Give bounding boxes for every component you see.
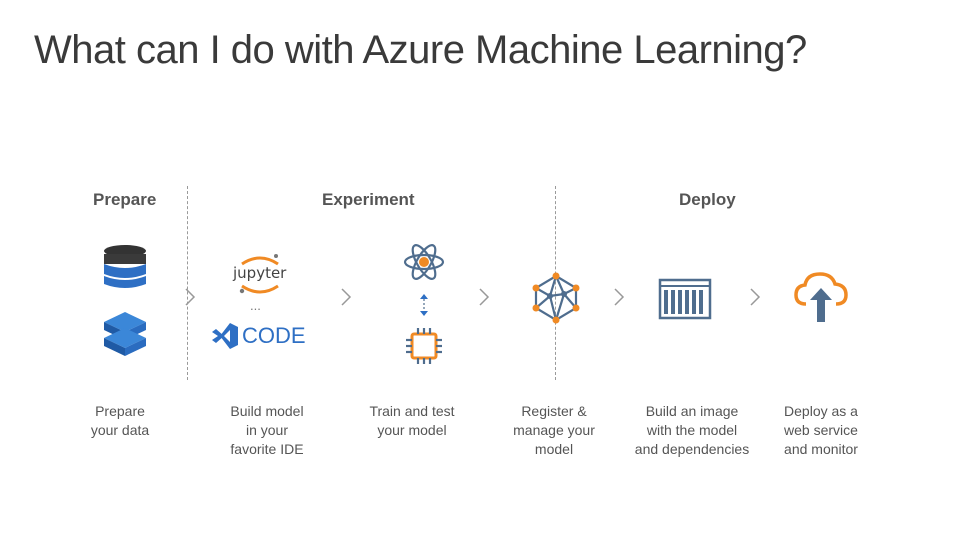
step-label: Build model in your favorite IDE <box>230 403 304 457</box>
atom-icon <box>403 244 445 280</box>
vscode-icon: CODE <box>210 322 310 350</box>
container-icon <box>658 278 712 320</box>
jupyter-icon: jupyter <box>230 250 290 298</box>
ellipsis-text: ... <box>250 298 261 313</box>
cloud-upload-icon <box>794 272 848 322</box>
chevron-right-icon <box>185 288 196 306</box>
chevron-right-icon <box>341 288 352 306</box>
phase-deploy: Deploy <box>679 190 736 209</box>
data-lake-icon <box>104 312 146 356</box>
chevron-right-icon <box>479 288 490 306</box>
page-title: What can I do with Azure Machine Learnin… <box>34 28 807 72</box>
step-label: Prepare your data <box>90 403 150 438</box>
database-icon <box>104 245 146 288</box>
phase-divider <box>555 186 556 380</box>
step-label: Build an image with the model and depend… <box>634 403 750 457</box>
step-label: Train and test your model <box>369 403 455 438</box>
phase-experiment: Experiment <box>322 190 415 209</box>
swap-arrows-icon <box>420 294 428 316</box>
step-label: Register & manage your model <box>513 403 595 457</box>
network-icon <box>532 272 580 324</box>
phase-divider <box>187 186 188 380</box>
chevron-right-icon <box>750 288 761 306</box>
phase-prepare: Prepare <box>93 190 157 209</box>
processor-chip-icon <box>406 328 442 364</box>
chevron-right-icon <box>614 288 625 306</box>
step-label: Deploy as a web service and monitor <box>784 403 858 457</box>
